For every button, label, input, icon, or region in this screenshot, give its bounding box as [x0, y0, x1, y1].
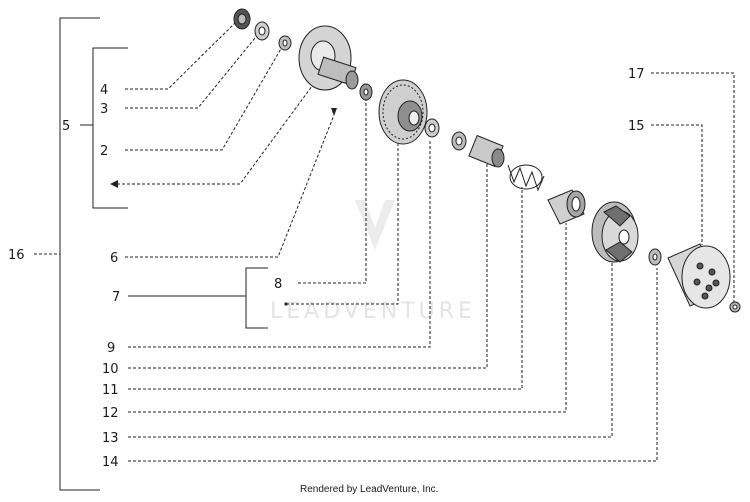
part-nut-14 — [648, 248, 662, 266]
callout-6: 6 — [110, 251, 118, 266]
callout-16: 16 — [8, 248, 25, 263]
part-sleeve-10 — [468, 134, 505, 168]
callout-9: 9 — [107, 341, 115, 356]
part-nut-2 — [278, 35, 292, 51]
part-bearing-4 — [233, 8, 251, 30]
callout-11: 11 — [102, 383, 119, 398]
callout-5: 5 — [62, 119, 70, 134]
leader-lines — [112, 21, 735, 462]
callout-2: 2 — [100, 144, 108, 159]
callout-8: 8 — [274, 277, 282, 292]
callout-14: 14 — [102, 455, 119, 470]
callout-10: 10 — [102, 362, 119, 377]
part-washers-9 — [424, 118, 467, 151]
watermark: LEADVENTURE — [270, 200, 476, 324]
part-fan-pulley-8 — [378, 79, 428, 145]
arrows — [110, 108, 337, 306]
render-credit: Rendered by LeadVenture, Inc. — [300, 484, 438, 495]
group-brackets — [34, 17, 268, 491]
part-pulley-half — [298, 25, 359, 91]
part-ring-3 — [254, 21, 270, 41]
callout-4: 4 — [100, 83, 108, 98]
callout-labels: 4 3 5 2 16 6 8 7 9 10 11 12 13 14 17 15 — [8, 67, 645, 470]
callout-15: 15 — [628, 119, 645, 134]
part-clutch-13 — [591, 201, 639, 263]
part-spring-11 — [507, 164, 545, 192]
callout-3: 3 — [100, 102, 108, 117]
parts — [233, 8, 741, 313]
part-bell-15 — [667, 243, 731, 309]
part-clip-6 — [359, 83, 373, 101]
part-nut-17 — [729, 301, 741, 313]
callout-7: 7 — [112, 290, 120, 305]
watermark-text: LEADVENTURE — [270, 299, 476, 324]
callout-13: 13 — [102, 431, 119, 446]
callout-12: 12 — [102, 406, 119, 421]
callout-17: 17 — [628, 67, 645, 82]
part-cup-12 — [547, 189, 586, 225]
